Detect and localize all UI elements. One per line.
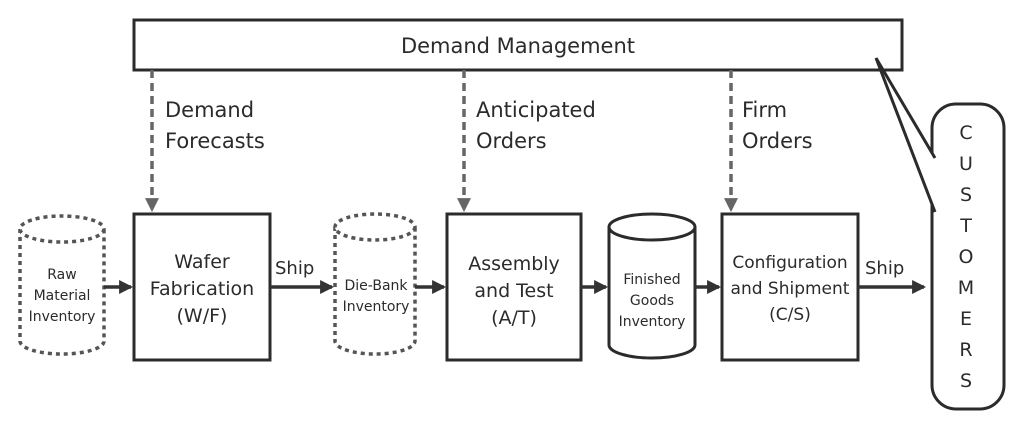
die-bank-inventory: Die-Bank Inventory [333,212,417,356]
callout-line-upper [874,57,937,159]
demand-forecasts-label-line1: Demand [165,98,254,122]
die-bank-label-line1: Die-Bank [345,278,409,294]
config-ship-label-line3: (C/S) [769,305,811,325]
customers-letter-1: C [959,122,972,144]
customers-callout: C U S T O M E R S [874,57,1006,411]
wafer-fab-label-line2: Fabrication [150,278,254,300]
wafer-fab-label-line1: Wafer [174,251,230,273]
die-bank-label-line2: Inventory [343,299,410,315]
firm-orders-label-line1: Firm [742,98,787,122]
demand-management-label: Demand Management [401,34,635,58]
anticipated-orders-label-line1: Anticipated [476,98,596,122]
customers-letter-5: O [959,246,974,268]
customers-letter-4: T [959,215,972,237]
raw-material-label-line1: Raw [47,267,76,283]
raw-material-label-line2: Material [34,288,91,304]
demand-forecasts-label-line2: Forecasts [165,129,265,153]
raw-material-inventory: Raw Material Inventory [18,214,106,356]
customers-letter-8: R [959,339,972,361]
assembly-test-label-line2: and Test [474,280,553,302]
customers-letter-9: S [960,370,972,392]
customers-box [930,102,1006,411]
anticipated-orders-label-line2: Orders [476,129,547,153]
finished-goods-label-line3: Inventory [619,314,686,330]
customers-letter-3: S [960,184,972,206]
assembly-test-box [445,212,583,362]
finished-goods-inventory: Finished Goods Inventory [607,212,697,360]
raw-material-label-line3: Inventory [29,309,96,325]
wafer-fabrication-box [132,212,272,362]
ship-label-1: Ship [275,258,314,279]
firm-orders-label-line2: Orders [742,129,813,153]
ship-label-2: Ship [865,258,904,279]
finished-goods-label-line2: Goods [630,293,674,309]
demand-management-box [132,18,904,72]
assembly-test-label-line1: Assembly [468,253,560,275]
callout-line-lower [874,57,937,213]
wafer-fab-label-line3: (W/F) [177,305,228,327]
assembly-test-label-line3: (A/T) [491,307,537,329]
config-ship-label-line1: Configuration [732,253,847,273]
customers-letter-2: U [959,153,973,175]
customers-letter-7: E [960,308,972,330]
customers-letter-6: M [958,277,974,299]
config-ship-label-line2: and Shipment [731,279,850,299]
finished-goods-label-line1: Finished [623,272,680,288]
